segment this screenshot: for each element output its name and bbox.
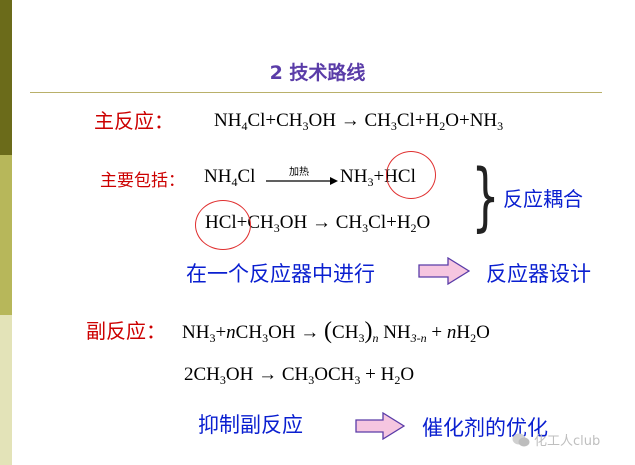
eq-sub: 3	[390, 119, 397, 133]
design-right-text: 反应器设计	[486, 262, 591, 286]
eq-paren: (	[324, 318, 333, 344]
eq-sub: 3	[308, 373, 315, 387]
eq-text: NH	[383, 322, 411, 343]
design-left-text: 在一个反应器中进行	[186, 262, 375, 286]
eq-text: NH	[340, 166, 368, 187]
eq-sub: 3	[302, 119, 309, 133]
suppress-left-text: 抑制副反应	[198, 413, 303, 437]
watermark: 化工人club	[512, 430, 600, 449]
reaction-arrow: →	[312, 212, 331, 233]
eq-text: H	[380, 364, 395, 385]
eq-sub: 3	[367, 175, 374, 189]
includes-label: 主要包括：	[100, 171, 185, 191]
eq-paren: )	[364, 318, 373, 344]
reaction-arrow: →	[340, 110, 360, 131]
eq-text: O	[400, 364, 415, 385]
title-wrap: 2 技术路线	[0, 58, 635, 85]
eq-text: NH	[204, 166, 232, 187]
step1-lhs: NH4Cl	[204, 166, 255, 190]
eq-text: CH	[332, 322, 359, 343]
eq-sub: 2	[410, 221, 417, 235]
eq-text: +	[431, 322, 443, 343]
eq-sub: 3	[262, 331, 269, 345]
eq-text: CH	[281, 364, 309, 385]
eq-text: H	[456, 322, 471, 343]
sidebar-band-dark	[0, 0, 12, 155]
coupling-label: 反应耦合	[503, 187, 583, 211]
eq-text: 2CH	[184, 364, 220, 385]
right-brace-icon: }	[471, 154, 500, 240]
eq-sub: 3	[362, 221, 369, 235]
eq-text: Cl+H	[396, 110, 440, 131]
reaction-arrow: →	[300, 322, 320, 343]
eq-text: OH	[268, 322, 296, 343]
eq-text: OH	[308, 110, 336, 131]
eq-text: CH	[235, 322, 263, 343]
eq-text: +	[215, 322, 227, 343]
side-reaction-eq1: NH3+nCH3OH → (CH3)n NH3-n + nH2O	[182, 318, 490, 346]
eq-text: CH	[335, 212, 363, 233]
watermark-text: 化工人club	[534, 434, 601, 449]
eq-text: O	[476, 322, 490, 343]
eq-sub: 3	[358, 331, 365, 345]
eq-italic: n	[446, 322, 457, 343]
eq-text: Cl	[237, 166, 256, 187]
title-rule	[30, 92, 602, 93]
eq-text: Cl+CH	[247, 110, 303, 131]
reaction-arrow: →	[258, 364, 278, 385]
side-reaction-eq2: 2CH3OH → CH3OCH3 + H2O	[184, 364, 414, 388]
eq-sub: 2	[394, 373, 401, 387]
eq-text: OCH	[314, 364, 355, 385]
eq-text: NH	[182, 322, 210, 343]
eq-sub: 3	[273, 221, 280, 235]
eq-sub: 3	[219, 373, 226, 387]
eq-text: OH	[279, 212, 308, 233]
eq-sub: 4	[231, 175, 238, 189]
heating-condition: 加热	[289, 167, 309, 178]
slide-sidebar	[0, 0, 12, 465]
eq-text: OH	[225, 364, 254, 385]
side-reaction-label: 副反应：	[86, 319, 166, 343]
suppress-right-text: 催化剂的优化	[422, 416, 548, 440]
eq-sub: 2	[470, 331, 477, 345]
wechat-icon	[512, 433, 530, 446]
hcl-product-circle	[386, 151, 436, 199]
eq-sub: 2	[439, 119, 446, 133]
block-arrow-icon	[418, 257, 470, 285]
hcl-reactant-circle	[195, 200, 251, 250]
block-arrow-icon	[355, 412, 405, 440]
sidebar-band-mid	[0, 155, 12, 315]
eq-text: CH	[364, 110, 391, 131]
eq-italic: n	[226, 322, 236, 343]
eq-text: O	[416, 212, 431, 233]
main-reaction-label: 主反应：	[94, 109, 174, 133]
slide-title: 2 技术路线	[269, 62, 366, 84]
eq-sub: n	[372, 331, 379, 345]
eq-text: Cl+H	[368, 212, 411, 233]
condition-arrow-icon	[266, 177, 338, 185]
main-reaction-equation: NH4Cl+CH3OH → CH3Cl+H2O+NH3	[214, 110, 503, 134]
sidebar-band-light	[0, 315, 12, 465]
eq-sub: 3-n	[410, 331, 427, 345]
eq-sub: 4	[241, 119, 248, 133]
eq-sub: 3	[497, 119, 504, 133]
eq-sub: 3	[354, 373, 361, 387]
eq-sub: 3	[209, 331, 216, 345]
eq-text: O+NH	[445, 110, 498, 131]
eq-text: +	[365, 364, 376, 385]
eq-text: NH	[214, 110, 242, 131]
